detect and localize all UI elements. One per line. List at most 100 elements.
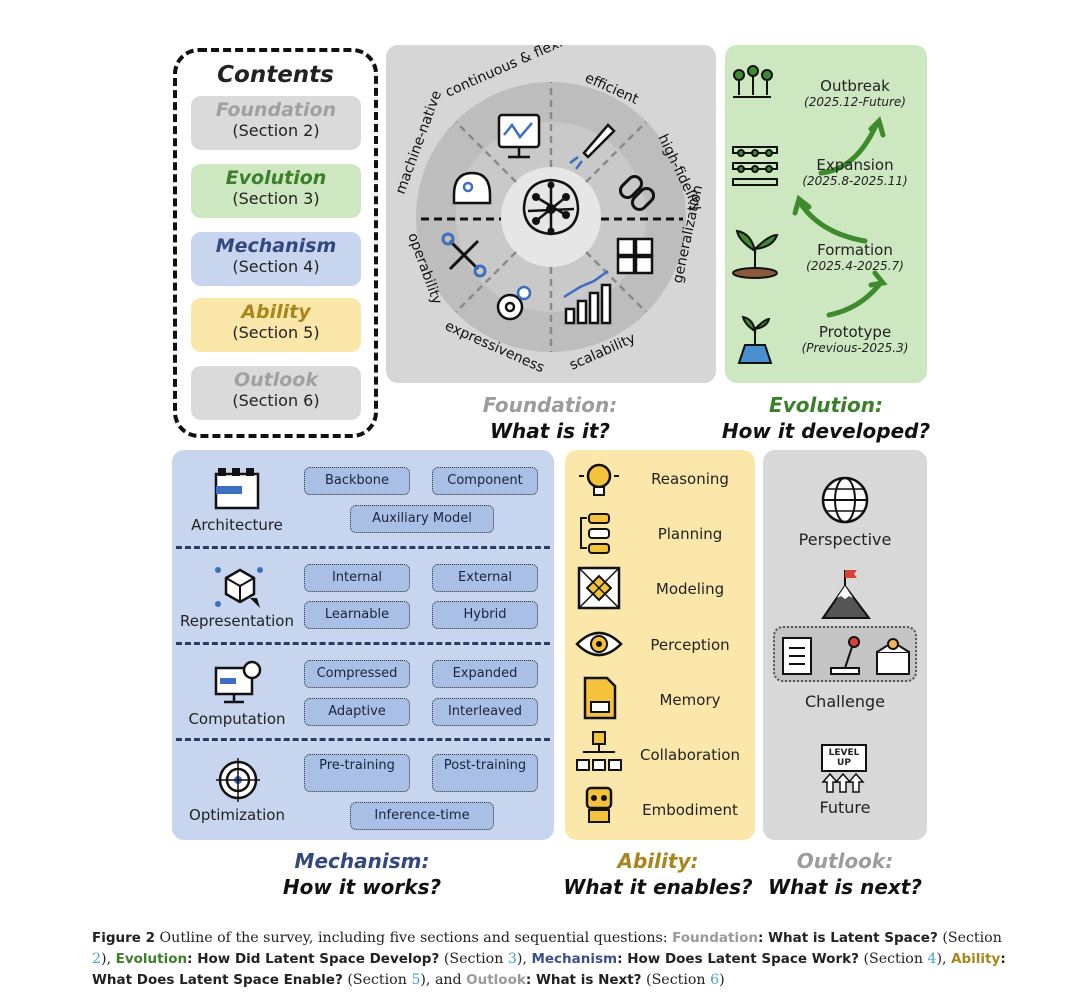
rocket-icon [569, 123, 616, 170]
contents-item-section: (Section 2) [232, 121, 320, 140]
evolution-caption-question: How it developed? [721, 419, 931, 443]
contents-item-section: (Section 3) [232, 189, 320, 208]
mountain-flag-icon [821, 570, 871, 619]
up-arrows-icon [821, 772, 865, 793]
level-up-icon: LEVEL UP [821, 744, 867, 793]
robot-head-icon [452, 171, 492, 205]
caption-s3b: ), [936, 951, 947, 967]
challenge-icon-group [773, 626, 917, 682]
tag-adaptive: Adaptive [304, 698, 410, 726]
lightbulb-icon [579, 463, 619, 496]
caption-q2: : How Did Latent Space Develop? [187, 951, 440, 967]
contents-item-evolution[interactable]: Evolution (Section 3) [191, 164, 361, 218]
joystick-icon [830, 636, 860, 675]
mechanism-row-label-computation: Computation [188, 710, 286, 728]
tag-hybrid: Hybrid [432, 601, 538, 629]
caption-s5b: ) [719, 972, 725, 988]
outlook-challenge: Challenge [805, 692, 885, 711]
caption-q4: : What Does Latent Space Enable? [92, 951, 1006, 988]
mechanism-caption-title: Mechanism: [294, 849, 430, 873]
contents-item-section: (Section 4) [232, 257, 320, 276]
tag-expanded: Expanded [432, 660, 538, 688]
caption-intro: Outline of the survey, including five se… [159, 930, 668, 946]
computer-gear-icon [214, 660, 262, 704]
contents-item-mechanism[interactable]: Mechanism (Section 4) [191, 232, 361, 286]
ability-memory: Memory [659, 691, 721, 709]
robot-icon [585, 786, 613, 823]
caption-s5a: (Section [646, 972, 711, 988]
evolution-stage-outbreak: Outbreak (2025.12-Future) [785, 77, 925, 109]
tag-backbone: Backbone [304, 467, 410, 495]
contents-title: Contents [217, 62, 334, 88]
evolution-stage-name: Expansion [816, 156, 894, 174]
tag-pre-training: Pre-training [304, 754, 410, 792]
ability-panel: Reasoning Planning Modeling Perception M… [565, 450, 755, 840]
caption-link-3[interactable]: 3 [507, 951, 517, 967]
bar-chart-icon [563, 269, 612, 325]
foundation-caption-question: What is it? [489, 419, 611, 443]
caption-s2b: ), [516, 951, 532, 967]
caption-s4a: (Section [347, 972, 412, 988]
flowchart-icon [580, 513, 610, 554]
caption-q5: : What is Next? [525, 972, 642, 988]
mechanism-caption-question: How it works? [282, 875, 442, 899]
outlook-perspective: Perspective [798, 530, 892, 549]
contents-box: Contents Foundation (Section 2) Evolutio… [173, 48, 378, 438]
tag-auxiliary-model: Auxiliary Model [350, 505, 494, 533]
caption-link-6[interactable]: 6 [710, 972, 720, 988]
caption-q3: : How Does Latent Space Work? [617, 951, 859, 967]
caption-evolution: Evolution [115, 951, 188, 967]
caption-link-2[interactable]: 2 [92, 951, 102, 967]
caption-q1: : What is Latent Space? [757, 930, 938, 946]
tag-post-training: Post-training [432, 754, 538, 792]
tag-component: Component [432, 467, 538, 495]
outlook-caption-title: Outlook: [796, 849, 894, 873]
figure-caption: Figure 2 Outline of the survey, includin… [92, 928, 1012, 991]
ability-embodiment: Embodiment [642, 801, 738, 819]
tag-learnable: Learnable [304, 601, 410, 629]
hierarchy-icon [576, 731, 622, 771]
globe-icon [821, 476, 869, 524]
architecture-icon [214, 468, 260, 510]
foundation-caption: Foundation: What is it? [440, 392, 660, 444]
contents-item-foundation[interactable]: Foundation (Section 2) [191, 96, 361, 150]
level-up-text: LEVEL UP [821, 744, 867, 772]
figure-number: Figure 2 [92, 930, 156, 946]
grid-icon [616, 237, 654, 275]
3d-model-icon [577, 566, 621, 610]
tag-compressed: Compressed [304, 660, 410, 688]
caption-link-5[interactable]: 5 [411, 972, 421, 988]
contents-item-outlook[interactable]: Outlook (Section 6) [191, 366, 361, 420]
evolution-caption-title: Evolution: [769, 393, 883, 417]
evolution-stage-prototype: Prototype (Previous-2025.3) [785, 323, 925, 355]
ability-planning: Planning [657, 525, 723, 543]
ability-perception: Perception [650, 636, 730, 654]
tag-interleaved: Interleaved [432, 698, 538, 726]
contents-item-name: Ability [241, 301, 311, 323]
mechanism-caption: Mechanism: How it works? [252, 848, 472, 900]
caption-outlook: Outlook [466, 972, 526, 988]
ability-reasoning: Reasoning [651, 470, 729, 488]
tag-inference-time: Inference-time [350, 802, 494, 830]
caption-s2a: (Section [443, 951, 508, 967]
checklist-icon [782, 637, 812, 675]
tag-internal: Internal [304, 564, 410, 592]
evolution-caption: Evolution: How it developed? [716, 392, 936, 444]
challenge-icons [782, 636, 910, 675]
caption-link-4[interactable]: 4 [927, 951, 937, 967]
caption-mechanism: Mechanism [531, 951, 618, 967]
contents-item-name: Foundation [215, 99, 337, 121]
foundation-caption-title: Foundation: [482, 393, 618, 417]
ability-collaboration: Collaboration [640, 746, 740, 764]
mechanism-panel: Architecture Backbone Component Auxiliar… [172, 450, 554, 840]
chain-icon [618, 174, 656, 212]
ability-caption: Ability: What it enables? [548, 848, 768, 900]
contents-item-ability[interactable]: Ability (Section 5) [191, 298, 361, 352]
caption-foundation: Foundation [672, 930, 758, 946]
ability-modeling: Modeling [655, 580, 725, 598]
outlook-future: Future [819, 798, 871, 817]
wrench-icon [441, 232, 487, 278]
memory-card-icon [583, 676, 617, 720]
monitor-icon [497, 113, 541, 159]
gear-icon [496, 285, 532, 321]
